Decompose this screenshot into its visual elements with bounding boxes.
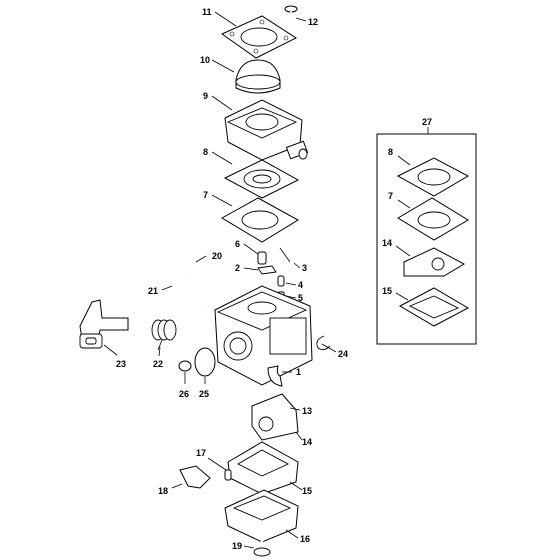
callout-9: 9 <box>203 91 208 101</box>
callout-3: 3 <box>302 263 307 273</box>
part-12-screw <box>284 5 298 30</box>
callout-19: 19 <box>232 541 242 551</box>
callout-21: 21 <box>148 286 158 296</box>
kit-callout-15: 15 <box>382 286 392 296</box>
callout-17: 17 <box>196 448 206 458</box>
part-20-adjusting-screw <box>187 261 209 279</box>
part-24-clip <box>316 335 331 351</box>
kit-27-box <box>376 127 477 345</box>
part-16-end-cover <box>224 489 299 543</box>
part-1-carburetor-body <box>214 285 313 387</box>
part-14-metering-diaphragm <box>251 393 299 441</box>
part-9-primer-housing <box>224 99 309 161</box>
part-2-lever <box>257 265 277 275</box>
callout-12: 12 <box>308 17 318 27</box>
part-11-gasket <box>220 15 298 59</box>
callout-26: 26 <box>179 389 189 399</box>
callout-5: 5 <box>298 293 303 303</box>
part-23-throttle-lever <box>79 299 129 349</box>
callout-10: 10 <box>200 55 210 65</box>
callout-18: 18 <box>158 486 168 496</box>
part-26-nut <box>178 360 192 372</box>
callout-16: 16 <box>300 534 310 544</box>
leader-lines <box>103 11 411 549</box>
part-22-torsion-spring <box>151 319 177 351</box>
kit-callout-8: 8 <box>388 147 393 157</box>
part-8-diaphragm <box>223 159 300 199</box>
callout-15: 15 <box>302 486 312 496</box>
callout-22: 22 <box>153 359 163 369</box>
part-17-pin <box>224 469 232 481</box>
part-25-throttle-shutter <box>194 347 216 377</box>
callout-13: 13 <box>302 406 312 416</box>
part-19-screw <box>253 534 271 557</box>
kit-callout-27: 27 <box>422 117 432 127</box>
part-18-fitting <box>179 465 211 489</box>
callout-14: 14 <box>302 437 312 447</box>
callout-7: 7 <box>203 190 208 200</box>
callout-8: 8 <box>203 147 208 157</box>
callout-6: 6 <box>235 239 240 249</box>
callout-23: 23 <box>116 359 126 369</box>
part-3-pin <box>279 247 291 263</box>
callout-25: 25 <box>199 389 209 399</box>
callout-11: 11 <box>202 7 212 17</box>
kit-callout-7: 7 <box>388 191 393 201</box>
part-6-valve <box>257 251 267 265</box>
part-10-primer-bulb <box>235 59 281 94</box>
callout-24: 24 <box>338 349 348 359</box>
callout-20: 20 <box>212 251 222 261</box>
callout-1: 1 <box>296 367 301 377</box>
part-7-gasket <box>221 197 299 243</box>
callout-2: 2 <box>235 263 240 273</box>
kit-callout-14: 14 <box>382 238 392 248</box>
callout-4: 4 <box>298 280 303 290</box>
part-4-spring <box>277 275 285 287</box>
part-15-gasket <box>227 441 299 495</box>
part-21-adjusting-screw <box>169 282 203 308</box>
